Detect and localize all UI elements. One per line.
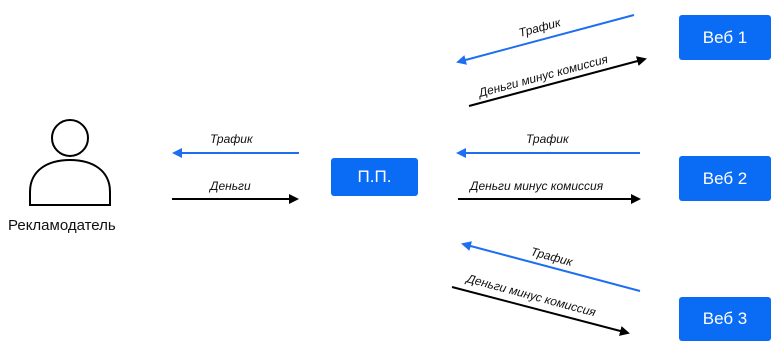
arrow-money-to-web1 xyxy=(468,56,647,107)
label-money: Деньги xyxy=(208,179,251,193)
pp-box: П.П. xyxy=(331,158,418,196)
web1-box: Веб 1 xyxy=(679,15,771,60)
label-money-commission-web2: Деньги минус комиссия xyxy=(468,179,604,193)
web2-box: Веб 2 xyxy=(679,156,771,201)
web3-box: Веб 3 xyxy=(679,297,771,341)
label-traffic-advertiser: Трафик xyxy=(210,132,254,146)
arrow-money-to-web3 xyxy=(451,286,630,336)
label-traffic-web2: Трафик xyxy=(526,132,570,146)
label-money-commission-web1: Деньги минус комиссия xyxy=(475,52,610,101)
advertiser-label: Рекламодатель xyxy=(8,217,116,234)
label-traffic-web3: Трафик xyxy=(529,244,575,269)
arrow-traffic-from-web1 xyxy=(456,14,635,65)
person-icon xyxy=(29,119,111,206)
arrow-traffic-from-web3 xyxy=(461,241,641,292)
